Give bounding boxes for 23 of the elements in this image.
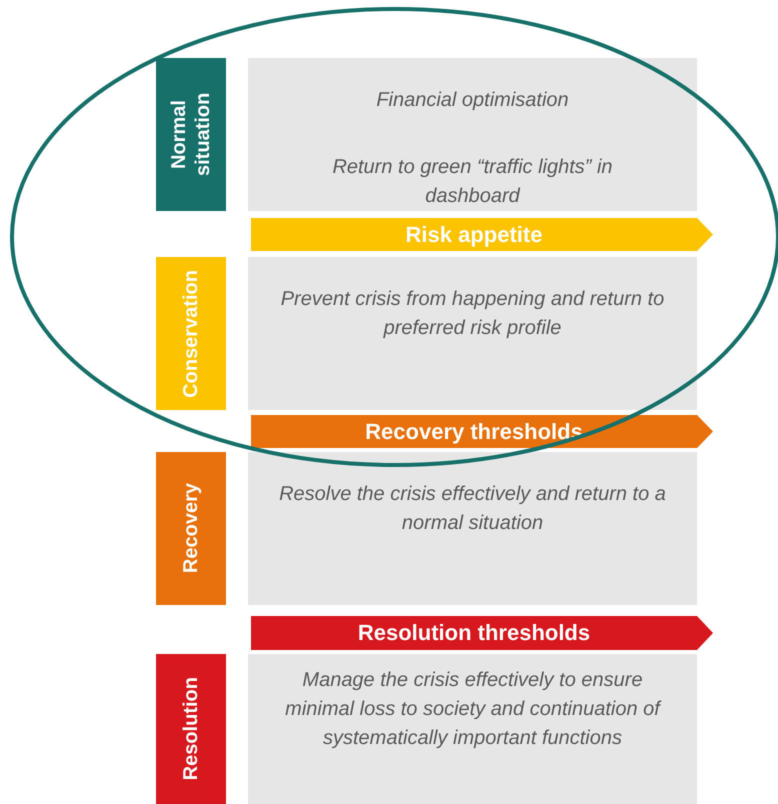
description-box: [248, 58, 697, 211]
stage-label: Resolution: [179, 677, 203, 781]
threshold-banner: [251, 218, 713, 251]
threshold-banner: [251, 616, 713, 650]
description-text: Resolve the crisis effectively and return to a normal situation: [278, 482, 667, 536]
description-box: [248, 452, 697, 605]
threshold-label: Recovery thresholds: [365, 418, 583, 444]
stage-label: Recovery: [179, 483, 203, 574]
description-text: Manage the crisis effectively to ensure minimal loss to society and continuation of systematically important functions: [284, 668, 662, 750]
threshold-banner: [251, 415, 713, 448]
stage-label: Conservation: [179, 270, 203, 398]
description-text: Prevent crisis from happening and return to preferred risk profile: [280, 286, 666, 340]
stage-label: Normal situation: [167, 92, 215, 178]
description-text: Financial optimisation: [376, 88, 569, 113]
stage-label-box: [156, 257, 226, 410]
description-box: [248, 257, 697, 410]
stage-label-box: [156, 654, 226, 804]
description-text: Return to green “traffic lights” in dashboard: [331, 155, 614, 209]
description-box: [248, 654, 697, 804]
threshold-label: Risk appetite: [406, 222, 542, 248]
threshold-label: Resolution thresholds: [358, 620, 590, 646]
stage-label-box: [156, 58, 226, 211]
stage-label-box: [156, 452, 226, 605]
